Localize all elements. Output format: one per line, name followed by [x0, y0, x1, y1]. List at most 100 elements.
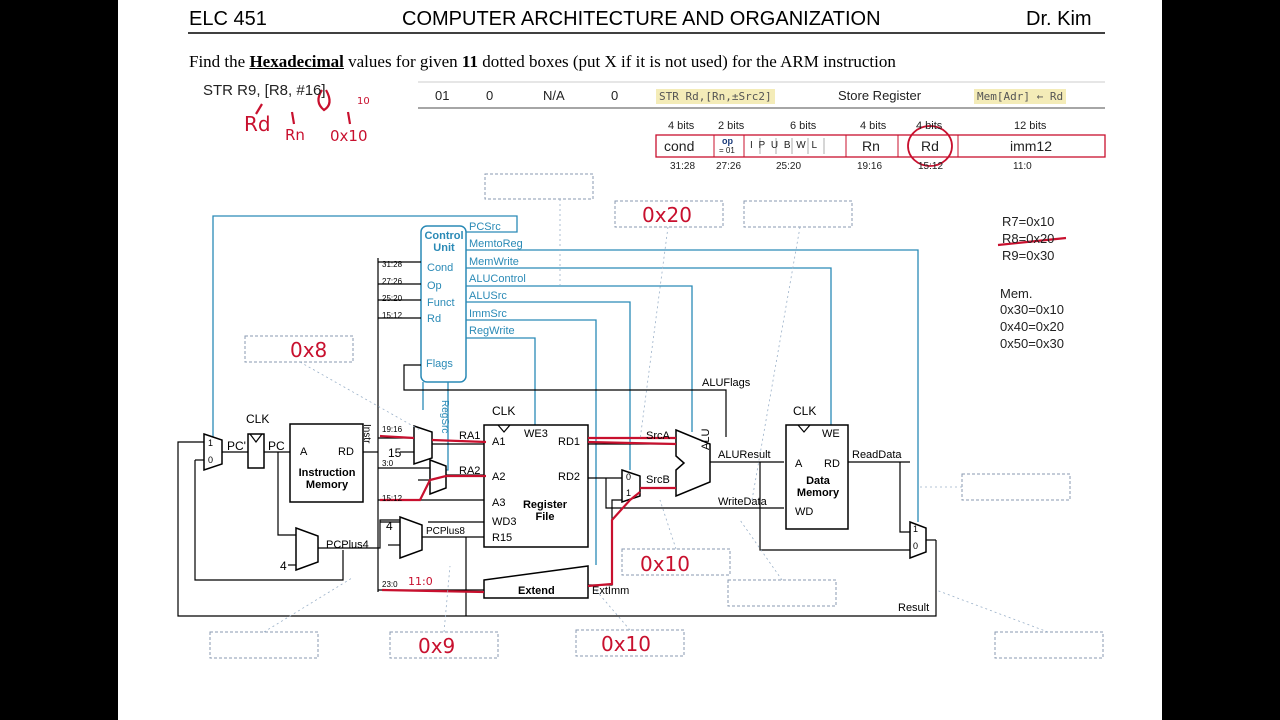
extend-label: Extend: [518, 585, 555, 597]
bits-19-16: 19:16: [382, 425, 403, 434]
enc-range-imm: 11:0: [1013, 161, 1032, 172]
enc-bits-op: 2 bits: [718, 120, 745, 132]
const-4: 4: [280, 559, 287, 573]
page-title: COMPUTER ARCHITECTURE AND ORGANIZATION: [402, 8, 881, 30]
enc-bits-funct: 6 bits: [790, 120, 817, 132]
imem-a: A: [300, 446, 308, 458]
ra1-mux: [413, 424, 433, 466]
dmem-title: Data Memory: [796, 475, 840, 499]
cu-funct: Funct: [427, 297, 455, 309]
sig-alusrc: ALUSrc: [469, 290, 507, 302]
course-code: ELC 451: [189, 8, 267, 30]
ra1-label: RA1: [459, 430, 481, 442]
result-mux: [909, 520, 927, 560]
enc-range-op: 27:26: [716, 161, 742, 172]
reg-r9: R9=0x30: [1002, 248, 1055, 263]
resmux-0: 0: [913, 541, 919, 551]
pc-label: PC: [268, 439, 285, 453]
table-desc: Store Register: [838, 88, 922, 103]
pcplus4-label: PCPlus4: [326, 539, 369, 551]
bits-27-26: 27:26: [382, 277, 403, 286]
sig-regwrite: RegWrite: [469, 325, 515, 337]
extimm-label: ExtImm: [592, 585, 630, 597]
imem-title: Instruction Memory: [298, 467, 356, 491]
pcplus8-adder: [399, 515, 423, 560]
dmem-rd: RD: [824, 458, 840, 470]
bits-3-0: 3:0: [382, 459, 394, 468]
alu-label: ALU: [700, 428, 712, 450]
control-unit-title: Control Unit: [424, 230, 464, 254]
hw-bits-11: 11:0: [408, 575, 433, 588]
table-instr: STR Rd,[Rn,±Src2]: [656, 88, 775, 104]
enc-bits-rd: 4 bits: [916, 120, 943, 132]
pc-register: [247, 433, 265, 469]
table-op: 01: [435, 88, 450, 103]
enc-cond: cond: [664, 138, 695, 154]
hw-imm: 0x10: [330, 127, 368, 145]
mem-0x50: 0x50=0x30: [1000, 336, 1064, 351]
rf-r15: R15: [492, 532, 513, 544]
cu-op: Op: [427, 280, 442, 292]
enc-bits-cond: 4 bits: [668, 120, 695, 132]
dotted-answer-boxes: [209, 173, 1104, 659]
bits-25-20: 25:20: [382, 294, 403, 303]
rf-rd1: RD1: [558, 436, 581, 448]
instr-label: Instr: [361, 424, 372, 444]
control-unit: [420, 225, 467, 383]
pc-mux: [203, 432, 223, 472]
enc-op-sub: = 01: [719, 146, 735, 155]
red-annotations: [255, 89, 1067, 594]
sig-pcsrc: PCSrc: [469, 221, 501, 233]
cu-cond: Cond: [427, 262, 454, 274]
readdata-label: ReadData: [852, 449, 902, 461]
rf-a1: A1: [492, 436, 506, 448]
alu: [675, 428, 711, 498]
rf-we3: WE3: [524, 428, 548, 440]
cu-flags: Flags: [426, 358, 453, 370]
hw-rd: Rd: [244, 112, 271, 136]
author: Dr. Kim: [1026, 8, 1092, 30]
rf-rd2: RD2: [558, 471, 581, 483]
hw-rn: Rn: [285, 126, 305, 144]
dmem-we: WE: [822, 428, 840, 440]
aluflags-label: ALUFlags: [702, 377, 751, 389]
srcb-label: SrcB: [646, 474, 670, 486]
enc-imm12: imm12: [1010, 138, 1053, 154]
mem-title: Mem.: [1000, 286, 1033, 301]
const-15: 15: [388, 446, 402, 460]
rf-a3: A3: [492, 497, 506, 509]
pcmux-0: 0: [208, 455, 214, 465]
rf-clk: CLK: [492, 404, 516, 418]
enc-rn: Rn: [862, 138, 880, 154]
pc-prime-label: PC': [227, 439, 246, 453]
srcb-mux: [621, 468, 641, 504]
pcmux-1: 1: [208, 438, 214, 448]
table-b: 0: [611, 88, 619, 103]
pc-clk: CLK: [246, 412, 270, 426]
bits-15-12: 15:12: [382, 311, 403, 320]
enc-range-funct: 25:20: [776, 161, 802, 172]
enc-op: op: [722, 136, 733, 146]
sig-memwrite: MemWrite: [469, 256, 519, 268]
encoding-table: [655, 134, 1106, 158]
enc-range-cond: 31:28: [670, 161, 696, 172]
srcbmux-0: 0: [626, 472, 632, 482]
ra2-label: RA2: [459, 465, 481, 477]
pcplus8-label: PCPlus8: [426, 526, 465, 537]
bits-31-28: 31:28: [382, 260, 403, 269]
enc-bits-imm: 12 bits: [1014, 120, 1047, 132]
rd-circle: [907, 125, 953, 167]
enc-range-rd: 15:12: [918, 161, 944, 172]
rf-a2: A2: [492, 471, 506, 483]
control-signal-lines: [212, 215, 919, 565]
aluresult-label: ALUResult: [718, 449, 771, 461]
hw-box-rd1: 0x20: [642, 203, 693, 227]
writedata-label: WriteData: [718, 496, 767, 508]
const-4-top: 4: [386, 519, 393, 533]
bits-15-12b: 15:12: [382, 494, 403, 503]
sig-regsrc: RegSrc: [439, 400, 450, 434]
hw-box-pc: 0x8: [290, 338, 328, 362]
hw-box-ext: 0x10: [601, 632, 652, 656]
question-text: Find the Hexadecimal values for given 11…: [189, 52, 896, 71]
mem-0x40: 0x40=0x20: [1000, 319, 1064, 334]
